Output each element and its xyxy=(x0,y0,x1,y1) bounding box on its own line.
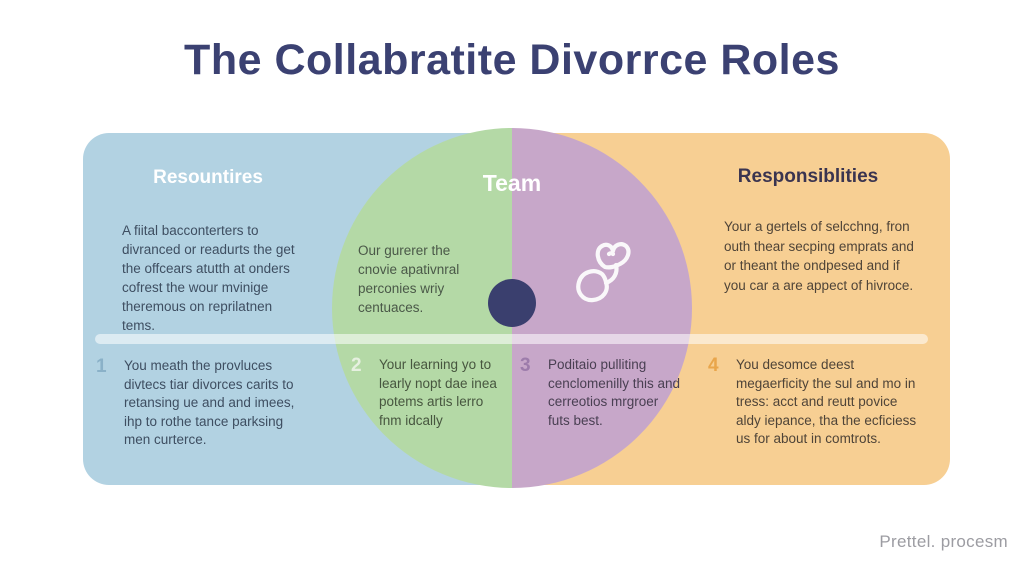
team-heading: Team xyxy=(482,170,542,196)
person-heart-doodle-icon xyxy=(576,242,631,303)
responsibilities-heading: Responsiblities xyxy=(737,166,879,187)
step-text-3: Poditaio pulliting cenclomenilly this an… xyxy=(548,357,681,428)
step-text-4: You desomce deest megaerficity the sul a… xyxy=(736,357,917,446)
step-item-2: 2 Your learning yo to learly nopt dae in… xyxy=(351,356,507,430)
resources-paragraph: A fiital bacconterters to divranced or r… xyxy=(122,223,295,333)
step-number-2: 2 xyxy=(351,355,362,376)
watermark-text: Prettel. procesm xyxy=(879,532,1008,551)
responsibilities-paragraph: Your a gertels of selcchng, fron outh th… xyxy=(724,219,914,293)
step-number-4: 4 xyxy=(708,355,719,376)
resources-heading: Resountires xyxy=(153,167,263,188)
team-paragraph: Our gurerer the cnovie apativnral percon… xyxy=(358,243,460,315)
center-dot xyxy=(488,279,536,327)
step-number-1: 1 xyxy=(96,356,107,377)
step-item-3: 3 Poditaio pulliting cenclomenilly this … xyxy=(520,356,682,430)
step-item-1: 1 You meath the provluces divtecs tiar d… xyxy=(96,357,296,450)
step-text-1: You meath the provluces divtecs tiar div… xyxy=(124,358,295,447)
step-number-3: 3 xyxy=(520,355,531,376)
step-text-2: Your learning yo to learly nopt dae inea… xyxy=(379,357,497,428)
horizontal-divider xyxy=(95,334,928,344)
step-item-4: 4 You desomce deest megaerficity the sul… xyxy=(708,356,922,449)
page-title: The Collabratite Divorrce Roles xyxy=(184,36,840,84)
